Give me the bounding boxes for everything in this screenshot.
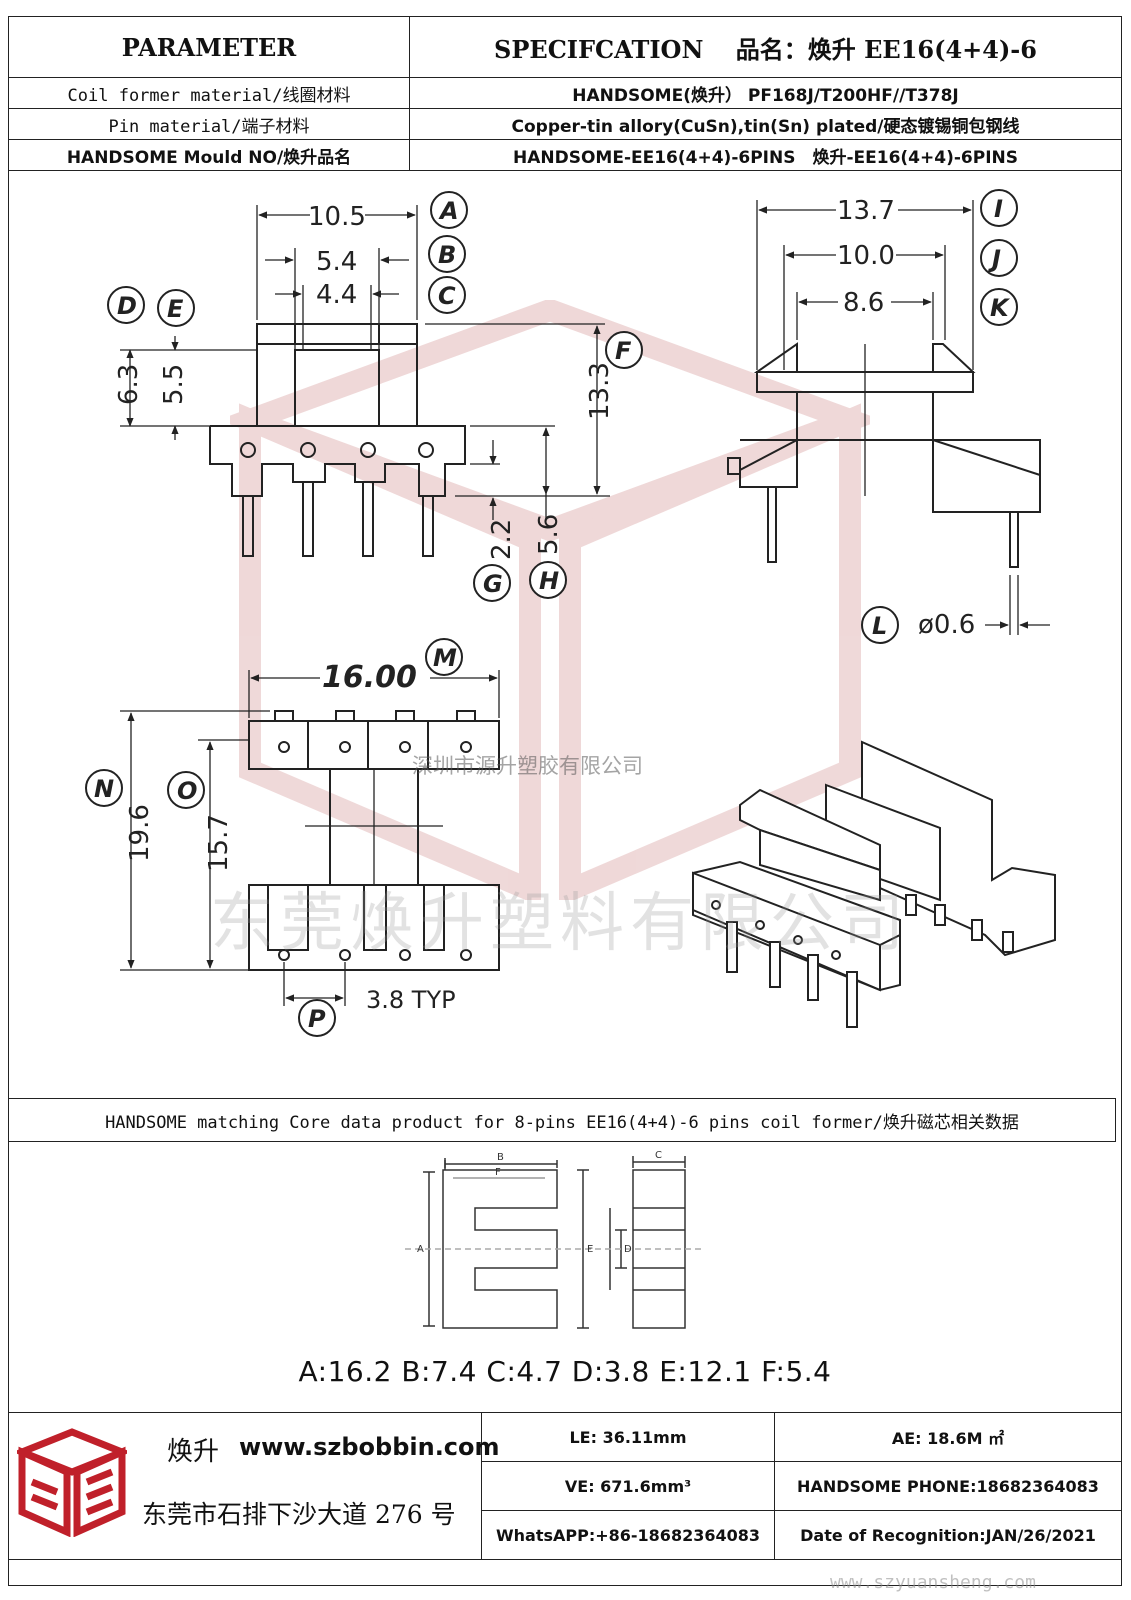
dim-d-value: 6.3: [114, 364, 144, 405]
date-of-recognition: Date of Recognition:JAN/26/2021: [774, 1510, 1122, 1560]
pin-material-value: Copper-tin allory(CuSn),tin(Sn) plated/硬…: [409, 108, 1122, 140]
svg-text:E: E: [167, 295, 184, 323]
label-l-icon: L: [861, 606, 899, 644]
specification-title: SPECIFCATION 品名：焕升 EE16(4+4)-6: [409, 16, 1122, 78]
core-dimensions-text: A:16.2 B:7.4 C:4.7 D:3.8 E:12.1 F:5.4: [298, 1355, 832, 1388]
label-n-icon: N: [85, 769, 123, 807]
core-label-d: D: [624, 1244, 632, 1255]
label-h-icon: H: [529, 561, 567, 599]
dim-l-value: ø0.6: [918, 610, 975, 640]
svg-text:B: B: [438, 241, 456, 269]
dim-h-value: 5.6: [534, 514, 564, 555]
svg-text:C: C: [438, 282, 456, 310]
le-value: LE: 36.11mm: [481, 1412, 775, 1462]
watermark-company-cn: 深圳市源升塑胶有限公司: [412, 754, 643, 778]
svg-text:L: L: [872, 612, 887, 640]
watermark-url: www.szyuansheng.com: [830, 1572, 1036, 1593]
whatsapp-value: WhatsAPP:+86-18682364083: [481, 1510, 775, 1560]
coil-former-drawing: 10.5 5.4 4.4 6.3 5.5 13.3 2.2 5.6: [85, 189, 1056, 1037]
svg-text:A: A: [438, 197, 459, 225]
company-address: 东莞市石排下沙大道 276 号: [142, 1500, 456, 1529]
phone-value: HANDSOME PHONE:18682364083: [774, 1461, 1122, 1511]
core-label-c: C: [655, 1150, 662, 1161]
svg-text:J: J: [988, 245, 1001, 273]
core-label-a: A: [417, 1244, 424, 1255]
brand-name: 焕升: [167, 1437, 220, 1467]
label-c-icon: C: [428, 276, 466, 314]
side-view: [727, 200, 1050, 635]
company-logo-icon: [17, 1428, 127, 1537]
label-k-icon: K: [980, 288, 1018, 326]
svg-text:G: G: [483, 570, 503, 598]
dim-m-value: 16.00: [322, 660, 417, 695]
svg-text:F: F: [615, 337, 632, 365]
svg-text:H: H: [539, 567, 559, 595]
dim-j-value: 10.0: [837, 241, 895, 271]
label-d-icon: D: [107, 286, 145, 324]
label-i-icon: I: [980, 189, 1018, 227]
label-b-icon: B: [428, 235, 466, 273]
label-p-icon: P: [298, 999, 336, 1037]
bottom-view: [120, 670, 500, 1006]
dim-f-value: 13.3: [585, 362, 615, 420]
label-o-icon: O: [167, 771, 205, 809]
label-e-icon: E: [157, 289, 195, 327]
company-cell: 焕升 www.szbobbin.com 东莞市石排下沙大道 276 号: [8, 1412, 500, 1560]
watermark-logo-icon: [230, 300, 870, 900]
svg-text:I: I: [994, 195, 1003, 223]
dim-k-value: 8.6: [843, 288, 884, 318]
dim-c-value: 4.4: [316, 280, 357, 310]
watermark-large-cn: 东莞焕升塑料有限公司: [210, 887, 910, 961]
svg-text:N: N: [94, 775, 114, 803]
dim-g-value: 2.2: [487, 519, 517, 560]
mould-no-label: HANDSOME Mould NO/焕升品名: [8, 139, 410, 171]
coil-former-material-label: Coil former material/线圈材料: [8, 77, 410, 109]
core-label-b: B: [497, 1152, 504, 1163]
label-a-icon: A: [430, 191, 468, 229]
core-label-e: E: [587, 1244, 593, 1255]
svg-text:D: D: [117, 292, 137, 320]
core-label-f: F: [495, 1167, 501, 1178]
label-j-icon: J: [980, 239, 1018, 277]
ve-value: VE: 671.6mm³: [481, 1461, 775, 1511]
core-diagram: B F A E C D: [405, 1150, 705, 1329]
dim-b-value: 5.4: [316, 247, 357, 277]
label-g-icon: G: [473, 564, 511, 602]
dim-a-value: 10.5: [308, 202, 366, 232]
footer-table: 焕升 www.szbobbin.com 东莞市石排下沙大道 276 号 LE: …: [8, 1412, 1122, 1560]
mould-no-value: HANDSOME-EE16(4+4)-6PINS 焕升-EE16(4+4)-6P…: [409, 139, 1122, 171]
dim-n-value: 19.6: [125, 804, 155, 862]
front-view: [120, 205, 610, 557]
label-f-icon: F: [605, 331, 643, 369]
ae-value: AE: 18.6M ㎡: [774, 1412, 1122, 1462]
svg-text:O: O: [177, 777, 197, 805]
website-link[interactable]: www.szbobbin.com: [239, 1433, 500, 1461]
spec-header-table: PARAMETER SPECIFCATION 品名：焕升 EE16(4+4)-6…: [8, 16, 1122, 171]
dim-o-value: 15.7: [204, 814, 234, 872]
svg-text:P: P: [308, 1005, 326, 1033]
svg-text:K: K: [990, 294, 1011, 322]
label-m-icon: M: [425, 638, 463, 676]
svg-text:M: M: [433, 644, 457, 672]
core-data-title: HANDSOME matching Core data product for …: [8, 1098, 1116, 1142]
isometric-view: [692, 740, 1056, 1028]
dim-e-value: 5.5: [159, 364, 189, 405]
dim-p-value: 3.8 TYP: [366, 986, 456, 1014]
parameter-title: PARAMETER: [8, 16, 410, 78]
dim-i-value: 13.7: [837, 196, 895, 226]
